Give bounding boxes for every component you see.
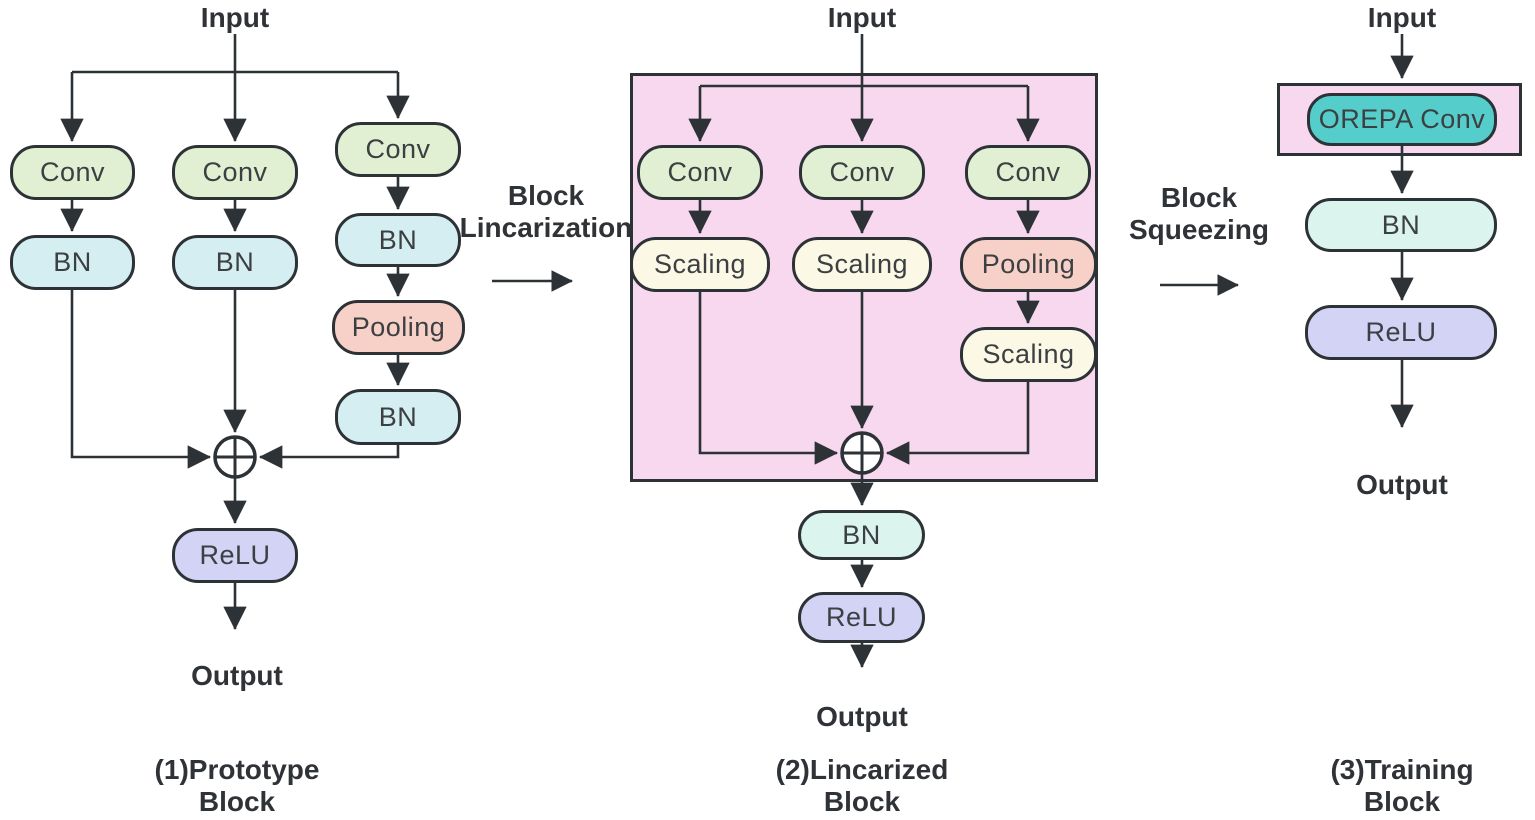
scaling-box: Scaling [792,237,932,292]
panel2-wires [688,34,1040,669]
relu-box: ReLU [1305,305,1497,360]
transition-label-line: Block [1160,182,1238,213]
block-lincarization-label: Block Lincarization [460,180,633,244]
scaling-box: Scaling [630,237,770,292]
caption-line: (3)Training [1330,754,1474,785]
bn-box: BN [335,389,461,445]
relu-box: ReLU [172,528,298,583]
conv-box: Conv [799,145,925,200]
panel2-input-label: Input [827,2,897,33]
panel1-wires [60,34,410,631]
panel2-sum-junction-icon [840,431,884,475]
conv-box: Conv [10,145,135,200]
pooling-box: Pooling [332,300,465,355]
transition-label-line: Lincarization [459,212,633,243]
bn-box: BN [798,510,925,560]
conv-box: Conv [965,145,1091,200]
caption-line: Block [198,786,276,817]
panel1-output-label: Output [191,660,283,691]
scaling-box: Scaling [960,327,1097,382]
caption-line: (1)Prototype [154,754,320,785]
transition-label-line: Block [507,180,585,211]
caption-line: Block [1363,786,1441,817]
relu-box: ReLU [798,592,925,643]
panel1-input-label: Input [200,2,270,33]
panel3-output-label: Output [1356,469,1448,500]
panel2-output-label: Output [816,701,908,732]
panel2-caption: (2)Lincarized Block [776,754,949,818]
panel3-input-label: Input [1367,2,1437,33]
caption-line: (2)Lincarized [775,754,949,785]
transition-arrows [492,270,1239,296]
caption-line: Block [823,786,901,817]
bn-box: BN [10,235,135,290]
conv-box: Conv [172,145,298,200]
panel1-sum-junction-icon [213,435,257,479]
transition-label-line: Squeezing [1128,214,1270,245]
conv-box: Conv [637,145,763,200]
bn-box: BN [1305,198,1497,252]
pooling-box: Pooling [960,237,1097,292]
bn-box: BN [172,235,298,290]
bn-box: BN [335,213,461,267]
conv-box: Conv [335,122,461,177]
panel1-caption: (1)Prototype Block [155,754,320,818]
panel3-caption: (3)Training Block [1330,754,1473,818]
block-squeezing-label: Block Squeezing [1129,182,1269,246]
orepa-conv-box: OREPA Conv [1307,93,1497,146]
